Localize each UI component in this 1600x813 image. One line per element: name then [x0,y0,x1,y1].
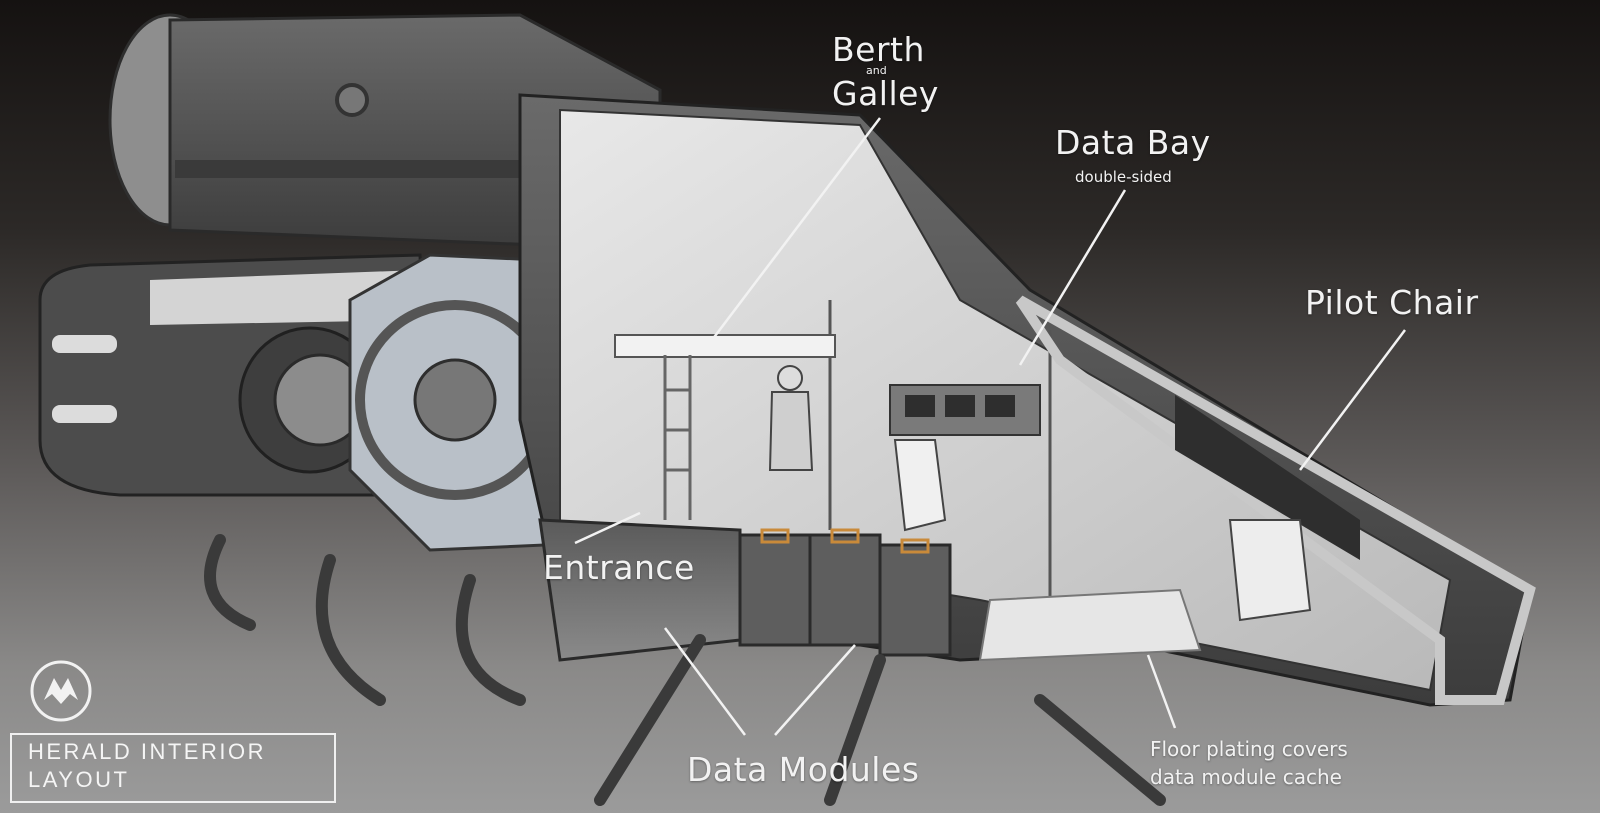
label-berth-and: and [866,64,887,77]
label-floor-plating: Floor plating covers data module cache [1150,735,1348,791]
leader-berth [711,117,881,341]
title-box: HERALD INTERIOR LAYOUT [10,733,336,803]
data-module-bays [538,518,952,662]
label-berth: Berth [832,30,925,69]
label-data-bay-sub: double-sided [1075,168,1172,186]
crew-figure [768,365,814,471]
label-galley: Galley [832,74,939,113]
label-data-bay: Data Bay [1055,123,1211,162]
leader-module-2 [774,644,856,736]
leader-lines [574,117,1406,736]
leader-module-1 [663,627,747,736]
label-pilot-chair: Pilot Chair [1305,283,1479,322]
landing-gear [204,534,1166,806]
leader-entrance [574,511,641,545]
label-floor-line1: Floor plating covers [1150,737,1348,761]
title-line2: LAYOUT [28,767,130,792]
label-floor-line2: data module cache [1150,765,1342,789]
label-data-modules: Data Modules [687,750,920,789]
herald-emblem-icon [30,660,92,722]
fuselage [518,93,1536,707]
side-engine-pod [38,253,432,497]
leader-pilot-chair [1299,329,1406,471]
title-line1: HERALD INTERIOR [28,739,266,764]
leader-floor [1146,654,1177,729]
leader-data-bay [1018,189,1127,366]
label-entrance: Entrance [543,548,695,587]
